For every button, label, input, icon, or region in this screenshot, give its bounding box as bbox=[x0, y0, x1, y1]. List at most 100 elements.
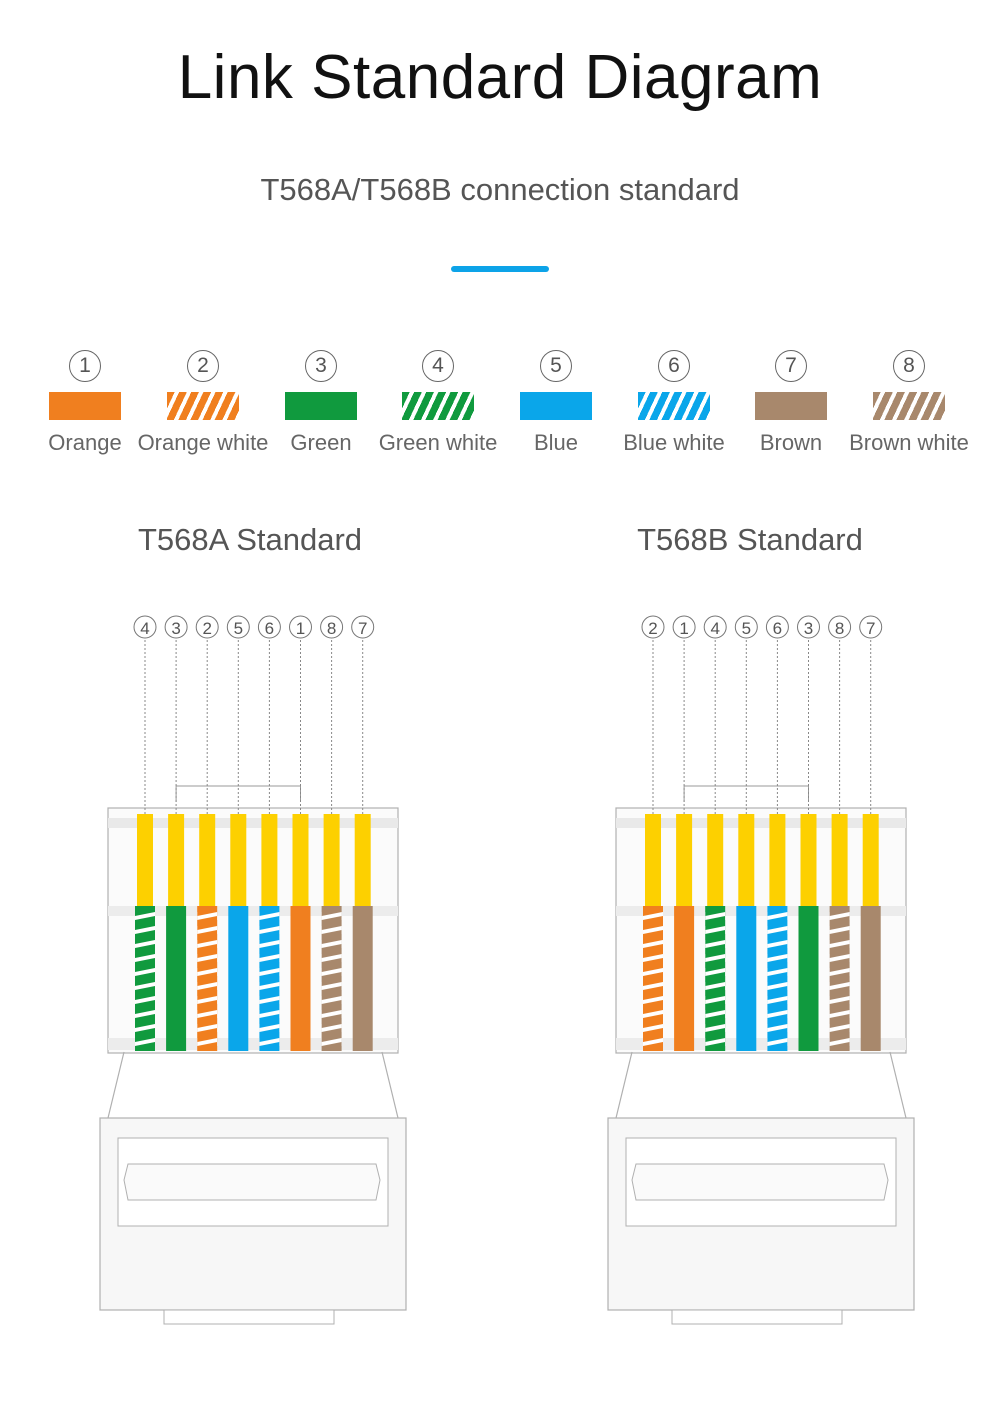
housing-body bbox=[615, 807, 907, 1054]
pin-number-circle bbox=[765, 615, 789, 639]
pin-number: 2 bbox=[202, 619, 211, 638]
pin-number-circle bbox=[703, 615, 727, 639]
pin-number-circle bbox=[859, 615, 883, 639]
pin-number: 2 bbox=[648, 619, 657, 638]
legend-label: Green bbox=[290, 430, 352, 455]
striped-wire bbox=[259, 906, 280, 1051]
housing-taper bbox=[107, 1051, 399, 1119]
legend-label: Orange white bbox=[137, 430, 269, 455]
pin-number-circle bbox=[289, 615, 312, 639]
striped-wire bbox=[135, 906, 155, 1051]
solid-wire bbox=[228, 906, 249, 1051]
striped-wire bbox=[705, 906, 726, 1051]
pin-number: 5 bbox=[234, 619, 243, 638]
gold-contact bbox=[261, 814, 278, 906]
solid-swatch bbox=[520, 392, 592, 420]
pin-number: 6 bbox=[773, 619, 782, 638]
striped-wire bbox=[197, 906, 218, 1051]
solid-wire bbox=[166, 906, 187, 1051]
solid-swatch bbox=[285, 392, 357, 420]
accent-divider bbox=[451, 266, 549, 272]
gold-contact bbox=[707, 814, 724, 906]
legend-number: 4 bbox=[422, 350, 454, 382]
latch-slot bbox=[123, 1163, 381, 1201]
solid-swatch bbox=[755, 392, 827, 420]
pin-number-circle bbox=[828, 615, 852, 639]
pin-number: 1 bbox=[679, 619, 688, 638]
gold-contact bbox=[645, 814, 661, 906]
solid-wire bbox=[290, 906, 311, 1051]
pin-number-circle bbox=[195, 615, 219, 639]
pin-number: 3 bbox=[804, 619, 813, 638]
solid-wire bbox=[736, 906, 757, 1051]
legend-label: Blue bbox=[533, 430, 579, 455]
pin-number: 4 bbox=[710, 619, 719, 638]
housing-band bbox=[616, 906, 906, 916]
solid-wire bbox=[860, 906, 881, 1051]
gold-contact bbox=[137, 814, 153, 906]
pin-number: 6 bbox=[265, 619, 274, 638]
pin-number: 7 bbox=[358, 619, 367, 638]
t568a-title: T568A Standard bbox=[137, 522, 363, 557]
pin-number: 5 bbox=[742, 619, 751, 638]
pin-number: 8 bbox=[327, 619, 336, 638]
legend-number: 5 bbox=[540, 350, 572, 382]
pin-number: 1 bbox=[296, 619, 305, 638]
pin-number: 3 bbox=[171, 619, 180, 638]
pin-number-circle bbox=[672, 615, 696, 639]
gold-contact bbox=[738, 814, 755, 906]
t568a-connector: 4 3 2 5 6 1 8 7 bbox=[94, 600, 424, 1340]
striped-wire bbox=[767, 906, 788, 1051]
legend-label: Orange bbox=[48, 430, 122, 455]
striped-swatch bbox=[638, 392, 710, 420]
legend-label: Blue white bbox=[623, 430, 725, 455]
pin-number: 4 bbox=[140, 619, 149, 638]
legend-label: Brown white bbox=[849, 430, 969, 455]
t568b-title: T568B Standard bbox=[637, 522, 863, 557]
pin-number-circle bbox=[797, 615, 820, 639]
housing-band bbox=[108, 906, 398, 916]
pin-number-circle bbox=[133, 615, 157, 639]
legend-number: 7 bbox=[775, 350, 807, 382]
gold-contact bbox=[168, 814, 185, 906]
pin-number-circle bbox=[734, 615, 758, 639]
striped-swatch bbox=[167, 392, 239, 420]
pin-number-circle bbox=[320, 615, 344, 639]
pin-number: 8 bbox=[835, 619, 844, 638]
striped-wire bbox=[643, 906, 663, 1051]
pin-number-circle bbox=[226, 615, 250, 639]
solid-wire bbox=[352, 906, 373, 1051]
solid-wire bbox=[798, 906, 819, 1051]
solid-swatch bbox=[49, 392, 121, 420]
gold-contact bbox=[676, 814, 693, 906]
legend-label: Green white bbox=[378, 430, 498, 455]
striped-swatch bbox=[402, 392, 474, 420]
gold-contact bbox=[862, 814, 879, 906]
plug-tab bbox=[671, 1309, 843, 1325]
legend-number: 3 bbox=[305, 350, 337, 382]
gold-contact bbox=[831, 814, 848, 906]
gold-contact bbox=[323, 814, 340, 906]
gold-contact bbox=[199, 814, 216, 906]
page-subtitle: T568A/T568B connection standard bbox=[260, 172, 740, 207]
legend-number: 1 bbox=[69, 350, 101, 382]
pin-number-circle bbox=[164, 615, 188, 639]
housing-taper bbox=[615, 1051, 907, 1119]
connector-drawing: 4 3 2 5 6 1 8 7 bbox=[99, 615, 407, 1325]
legend-number: 8 bbox=[893, 350, 925, 382]
striped-wire bbox=[829, 906, 850, 1051]
gold-contact bbox=[354, 814, 371, 906]
housing-band bbox=[616, 818, 906, 828]
housing-body bbox=[107, 807, 399, 1054]
page-title: Link Standard Diagram bbox=[177, 43, 823, 112]
gold-contact bbox=[769, 814, 786, 906]
